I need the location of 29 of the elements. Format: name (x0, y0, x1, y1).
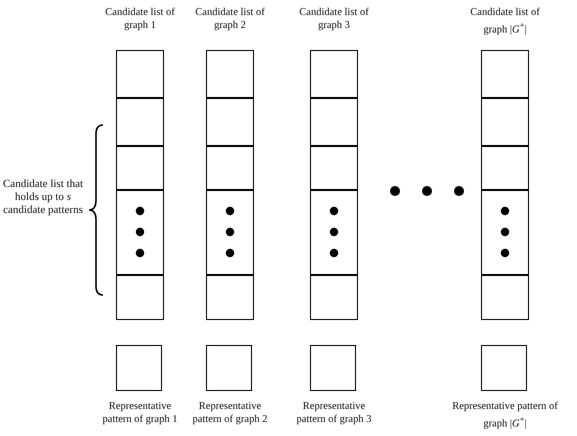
list-cell (206, 98, 254, 146)
list-cell (310, 98, 358, 146)
representative-caption: Representative pattern of graph |G$^{+}$| (451, 400, 559, 430)
list-cell (481, 275, 529, 320)
list-cell (116, 275, 164, 320)
list-cell (481, 50, 529, 98)
list-cell (310, 190, 358, 275)
representative-caption: Representative pattern of graph 3 (296, 400, 372, 426)
representative-caption: Representative pattern of graph 2 (192, 400, 268, 426)
list-cell (310, 50, 358, 98)
list-cell (310, 275, 358, 320)
list-heading: Candidate list of graph 1 (104, 6, 176, 32)
representative-caption: Representative pattern of graph 1 (102, 400, 178, 426)
list-cell (481, 190, 529, 275)
list-cell (116, 98, 164, 146)
list-cell (206, 190, 254, 275)
list-cell (116, 190, 164, 275)
list-heading: Candidate list of graph |G$^{+}$| (469, 6, 541, 36)
list-heading: Candidate list of graph 2 (194, 6, 266, 32)
list-cell (116, 146, 164, 190)
brace-label: Candidate list that holds up to s candidate patterns (2, 178, 84, 217)
list-cell (310, 146, 358, 190)
list-heading: Candidate list of graph 3 (298, 6, 370, 32)
list-cell (481, 146, 529, 190)
list-cell (206, 146, 254, 190)
list-cell (206, 50, 254, 98)
list-cell (116, 50, 164, 98)
list-cell (481, 98, 529, 146)
list-cell (206, 275, 254, 320)
